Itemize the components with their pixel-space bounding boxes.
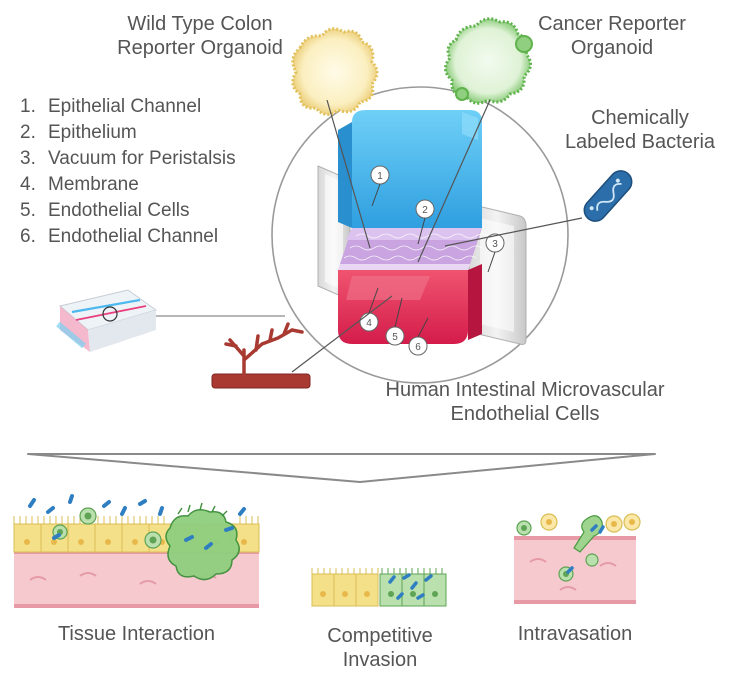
legend-item: 1.Epithelial Channel — [20, 96, 202, 117]
svg-text:5: 5 — [392, 332, 398, 343]
marker-4: 4 — [359, 312, 379, 332]
wild-type-pointer — [326, 99, 371, 249]
panel-intravasation — [514, 513, 641, 604]
svg-text:2: 2 — [422, 205, 428, 216]
himec-pointer — [291, 295, 393, 373]
cancer-pointer — [417, 99, 491, 263]
component-legend: 1.Epithelial Channel 2.Epithelium 3.Vacu… — [20, 94, 236, 250]
legend-item: 5.Endothelial Cells — [20, 200, 190, 221]
himec-label: Human Intestinal Microvascular Endotheli… — [385, 379, 665, 425]
legend-item: 2.Epithelium — [20, 122, 137, 143]
panel-tissue-interaction — [13, 494, 260, 608]
funnel-arrow — [27, 453, 656, 483]
legend-item: 6.Endothelial Channel — [20, 226, 219, 247]
svg-text:1: 1 — [377, 171, 383, 182]
organ-chip-icon — [56, 289, 158, 352]
wild-type-organoid — [291, 27, 379, 116]
bacteria-label: Chemically Labeled Bacteria — [564, 107, 716, 153]
panel-competitive-invasion — [311, 568, 447, 607]
svg-text:4: 4 — [366, 318, 372, 329]
blood-vessel-icon — [211, 322, 311, 389]
competitive-invasion-label: Competitive Invasion — [327, 625, 433, 671]
svg-text:3: 3 — [492, 239, 498, 250]
endothelial-channel — [338, 264, 482, 344]
bacteria-pointer — [444, 217, 583, 247]
epithelium-layer — [338, 228, 489, 270]
legend-item: 4.Membrane — [20, 174, 139, 195]
marker-6: 6 — [408, 336, 428, 356]
marker-5: 5 — [385, 326, 405, 346]
intravasation-label: Intravasation — [517, 623, 633, 645]
marker-2: 2 — [415, 199, 435, 219]
svg-text:6: 6 — [415, 342, 421, 353]
marker-1: 1 — [370, 165, 390, 185]
bacterium-icon — [583, 170, 633, 222]
cancer-organoid-label: Cancer Reporter Organoid — [538, 13, 686, 59]
tissue-interaction-label: Tissue Interaction — [57, 623, 216, 645]
wild-type-organoid-label: Wild Type Colon Reporter Organoid — [117, 13, 283, 59]
vacuum-chamber-right — [467, 205, 527, 345]
cancer-organoid — [444, 17, 533, 105]
legend-item: 3.Vacuum for Peristalsis — [20, 148, 236, 169]
